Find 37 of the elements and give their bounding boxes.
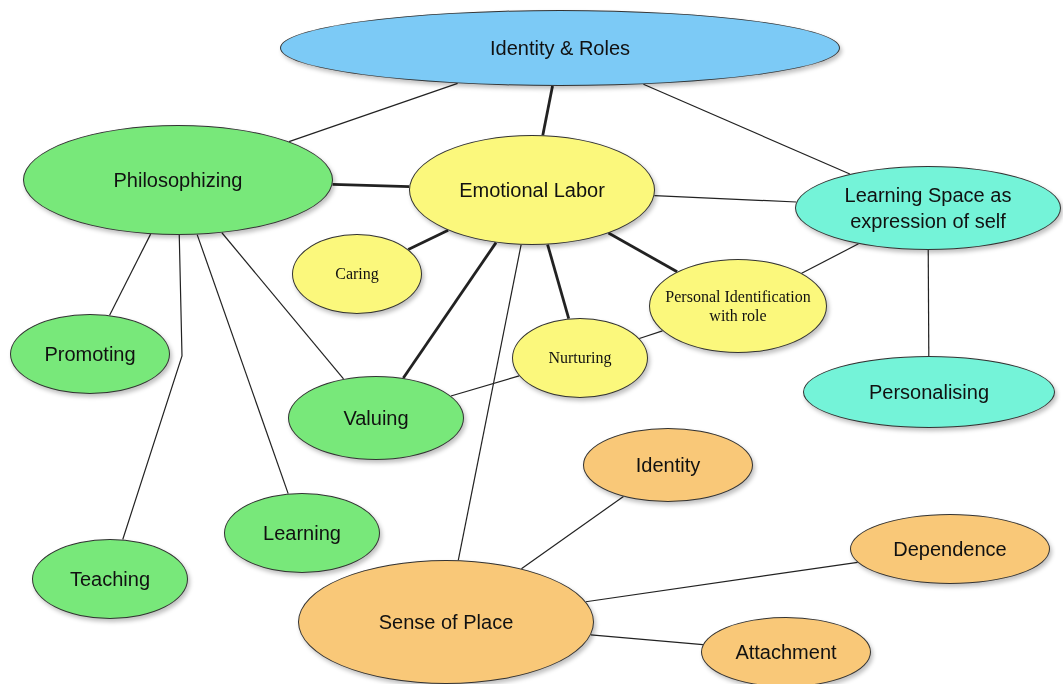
connector-line <box>457 244 522 561</box>
connector-line <box>122 234 183 541</box>
connector-line <box>653 194 797 203</box>
concept-label: Promoting <box>44 342 136 367</box>
connector-line <box>927 249 930 357</box>
concept-label: Teaching <box>69 567 151 592</box>
connector-line <box>801 243 860 274</box>
connector-line <box>109 233 152 316</box>
connector-line <box>450 375 520 397</box>
concept-label: Identity <box>635 453 701 478</box>
concept-label: Caring <box>335 264 379 284</box>
concept-label: Identity & Roles <box>489 36 631 61</box>
concept-label: Personal Identification with role <box>664 286 812 326</box>
connector-line <box>546 244 571 319</box>
connector-line <box>607 231 678 273</box>
connector-line <box>221 232 345 380</box>
concept-label: Emotional Labor <box>459 178 605 203</box>
connector-line <box>288 82 459 143</box>
concept-label: Personalising <box>868 380 990 405</box>
connector-line <box>541 85 554 136</box>
concept-label: Sense of Place <box>378 610 514 635</box>
concept-label: Nurturing <box>548 348 612 368</box>
concept-label: Dependence <box>893 537 1007 562</box>
concept-ellipse <box>649 259 827 353</box>
concept-label: Learning <box>263 521 341 546</box>
concept-label: Attachment <box>735 640 837 665</box>
connector-line <box>590 634 704 646</box>
concept-label: Valuing <box>343 406 409 431</box>
connector-line <box>332 182 410 188</box>
connector-line <box>520 495 625 570</box>
connector-line <box>585 561 859 603</box>
concept-label: Learning Space as expression of self <box>843 183 1013 234</box>
connector-line <box>196 234 289 495</box>
concept-label: Philosophizing <box>113 168 243 193</box>
connector-line <box>407 228 449 251</box>
connector-line <box>402 241 498 379</box>
connector-line <box>638 330 664 340</box>
